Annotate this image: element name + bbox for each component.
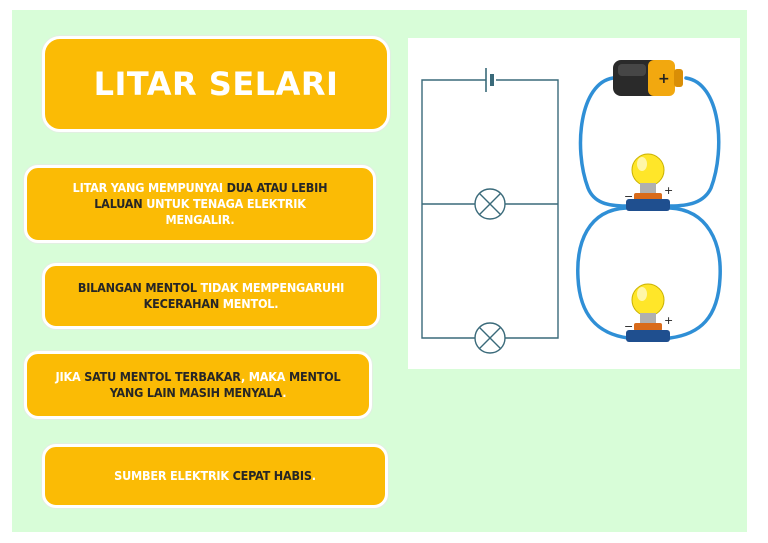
wire-lower-right [668, 206, 722, 340]
bulb-lower-minus: − [624, 320, 633, 333]
circuit-schematic [421, 68, 559, 354]
fact-2-segment: KECERAHAN [143, 296, 223, 311]
title-banner: LITAR SELARI [42, 36, 390, 132]
fact-3-segment: JIKA [55, 369, 85, 384]
bulb-upper-minus: − [624, 190, 633, 203]
fact-1-segment: LITAR YANG MEMPUNYAI [72, 180, 227, 195]
slide: LITAR SELARI LITAR YANG MEMPUNYAI DUA AT… [12, 10, 747, 532]
wire-outer-right [668, 76, 721, 208]
fact-2-segment: MENTOL. [222, 296, 279, 311]
fact-3-segment: SATU MENTOL TERBAKAR [84, 369, 241, 384]
fact-text-1: LITAR YANG MEMPUNYAI DUA ATAU LEBIH LALUA… [73, 180, 328, 228]
fact-4-segment: SUMBER ELEKTRIK [114, 468, 233, 483]
fact-1-segment: MENGALIR. [165, 212, 235, 227]
fact-2-segment: BILANGAN MENTOL [77, 280, 201, 295]
bulb-image-upper: − + [624, 153, 673, 211]
fact-3-segment: , [240, 369, 249, 384]
fact-1-segment: DUA ATAU LEBIH [226, 180, 328, 195]
bulb-upper-plus: + [664, 184, 673, 197]
fact-3-segment: MAKA [248, 369, 289, 384]
lamp-symbol-upper [474, 188, 506, 220]
pictorial-wires [576, 76, 722, 340]
diagram-panel: + − + − + [408, 38, 740, 369]
battery-plus-sign: + [658, 71, 670, 87]
wire-outer-left [578, 76, 628, 208]
battery-image: + [613, 60, 683, 96]
bulb-lower-plus: + [664, 314, 673, 327]
fact-box-3: JIKA SATU MENTOL TERBAKAR, MAKA MENTOL YA… [24, 351, 372, 419]
page-title: LITAR SELARI [93, 65, 339, 103]
fact-3-segment: MENTOL [288, 369, 341, 384]
wire-lower-left [576, 206, 630, 340]
fact-box-1: LITAR YANG MEMPUNYAI DUA ATAU LEBIH LALUA… [24, 165, 376, 243]
parallel-circuit-diagram: + − + − + [421, 60, 722, 354]
fact-4-segment: CEPAT HABIS [232, 468, 312, 483]
fact-1-segment: UNTUK TENAGA ELEKTRIK [146, 196, 306, 211]
lamp-symbol-lower [474, 322, 506, 354]
fact-3-segment: YANG LAIN MASIH MENYALA [109, 385, 283, 400]
fact-1-segment: LALUAN [94, 196, 147, 211]
fact-text-4: SUMBER ELEKTRIK CEPAT HABIS. [114, 468, 316, 484]
fact-2-segment: TIDAK MEMPENGARUHI [200, 280, 345, 295]
fact-text-3: JIKA SATU MENTOL TERBAKAR, MAKA MENTOL YA… [56, 369, 341, 401]
fact-4-segment: . [311, 468, 316, 483]
fact-box-4: SUMBER ELEKTRIK CEPAT HABIS. [42, 444, 388, 508]
fact-3-segment: . [282, 385, 287, 400]
bulb-image-lower: − + [624, 283, 673, 342]
